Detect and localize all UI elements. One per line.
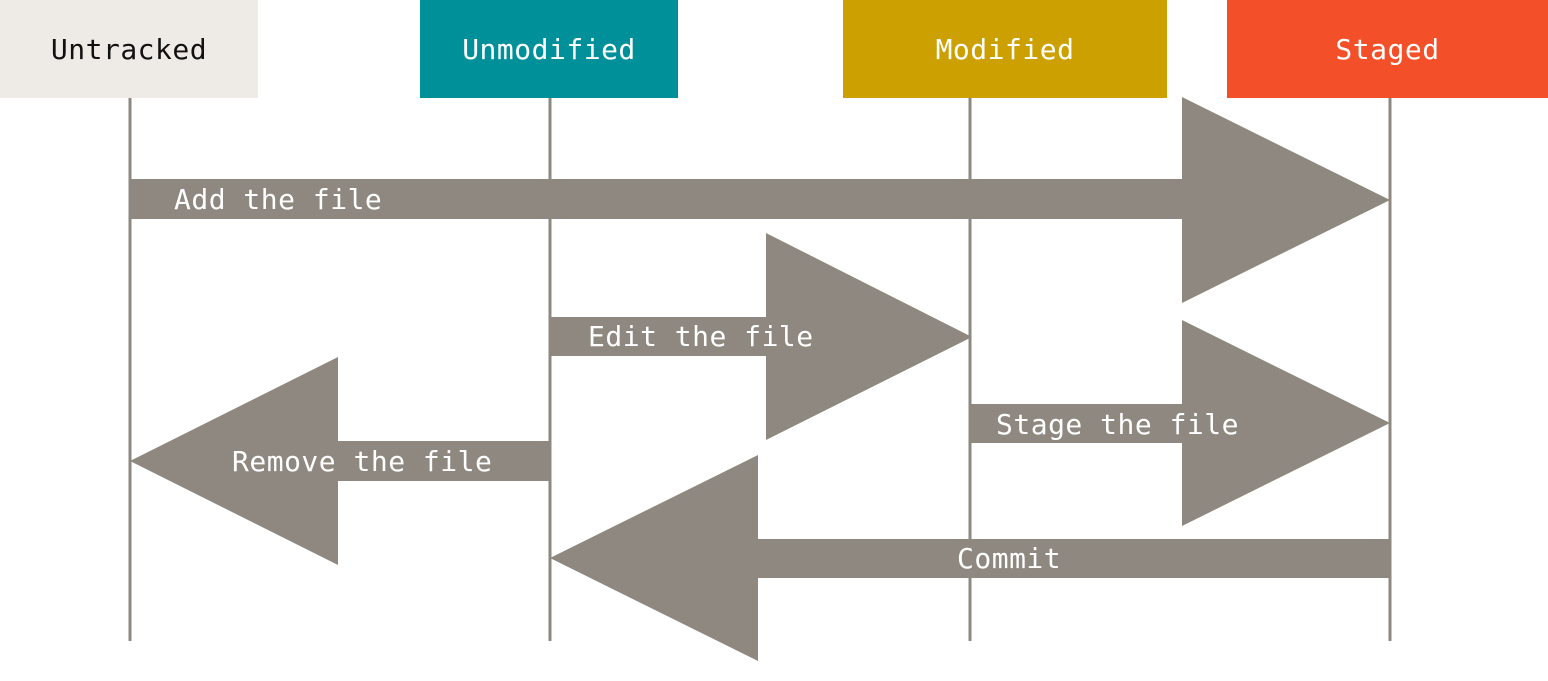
label-stage-the-file: Stage the file — [996, 408, 1240, 441]
state-untracked: Untracked — [0, 0, 258, 98]
arrow-add-the-file — [130, 97, 1390, 303]
state-modified-label: Modified — [935, 32, 1075, 66]
arrow-stage-the-file — [970, 320, 1390, 526]
state-unmodified: Unmodified — [420, 0, 678, 98]
state-staged-label: Staged — [1335, 32, 1440, 66]
arrow-edit-the-file — [550, 233, 972, 440]
state-modified: Modified — [843, 0, 1167, 98]
label-edit-the-file: Edit the file — [588, 320, 814, 353]
arrow-commit — [550, 455, 1390, 661]
arrow-remove-the-file — [130, 357, 550, 565]
label-commit: Commit — [957, 542, 1062, 575]
state-staged: Staged — [1227, 0, 1548, 98]
state-unmodified-label: Unmodified — [462, 32, 636, 66]
label-remove-the-file: Remove the file — [232, 445, 493, 478]
state-untracked-label: Untracked — [50, 32, 208, 66]
label-add-the-file: Add the file — [174, 183, 383, 216]
